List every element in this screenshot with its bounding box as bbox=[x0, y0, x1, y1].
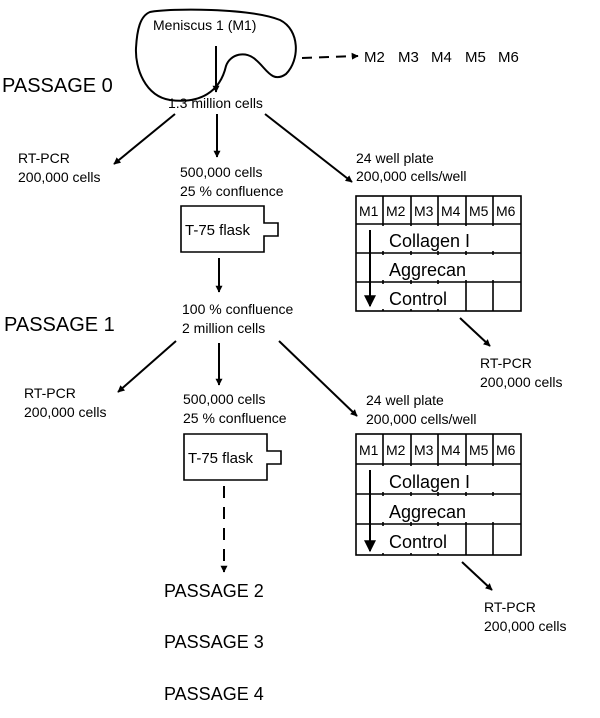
p1-row3-mask bbox=[378, 526, 463, 553]
meniscus-m5: M5 bbox=[465, 49, 486, 66]
p1-seed-confluence: 25 % confluence bbox=[183, 410, 287, 426]
p1-plate-label: 24 well plate bbox=[366, 392, 444, 408]
passage0-title: PASSAGE 0 bbox=[2, 75, 113, 97]
p1-plate-density: 200,000 cells/well bbox=[366, 411, 477, 427]
p0-col-m1: M1 bbox=[359, 203, 379, 219]
p0-col-m3: M3 bbox=[414, 203, 434, 219]
p0-row1-mask bbox=[378, 226, 498, 251]
p1-flask-shape bbox=[183, 433, 282, 481]
arrow-p0-to-plate bbox=[264, 113, 353, 183]
meniscus-m3: M3 bbox=[398, 49, 419, 66]
passage3-title: PASSAGE 3 bbox=[164, 632, 264, 652]
p0-row-aggrecan: Aggrecan bbox=[389, 260, 466, 280]
p1-confluence: 100 % confluence bbox=[182, 301, 294, 317]
p1-col-m2: M2 bbox=[386, 442, 406, 458]
p0-plate-rtpcr-cells: 200,000 cells bbox=[480, 374, 563, 390]
dashed-arrow-other-menisci bbox=[301, 52, 359, 60]
p1-row-aggrecan: Aggrecan bbox=[389, 502, 466, 522]
meniscus-m6: M6 bbox=[498, 49, 519, 66]
meniscus-m4: M4 bbox=[431, 49, 452, 66]
p1-col-m3: M3 bbox=[414, 442, 434, 458]
arrow-p0-to-rtpcr bbox=[113, 113, 176, 165]
arrow-p0-plate-to-rtpcr bbox=[459, 317, 491, 347]
p0-well-plate-grid bbox=[355, 195, 522, 312]
passage1-title: PASSAGE 1 bbox=[4, 314, 115, 336]
p0-plate-rtpcr-label: RT-PCR bbox=[480, 355, 532, 371]
arrow-p1-plate-to-rtpcr bbox=[461, 561, 493, 591]
meniscus-label: Meniscus 1 (M1) bbox=[153, 17, 256, 33]
p1-col-m6: M6 bbox=[496, 442, 516, 458]
p1-col-m1: M1 bbox=[359, 442, 379, 458]
p1-rtpcr-label: RT-PCR bbox=[24, 385, 76, 401]
p1-row-collagen: Collagen I bbox=[389, 472, 470, 492]
p0-flask-label: T-75 flask bbox=[185, 222, 251, 239]
p1-rtpcr-cells: 200,000 cells bbox=[24, 404, 107, 420]
p0-seed-cells: 500,000 cells bbox=[180, 164, 263, 180]
p0-row2-mask bbox=[378, 255, 503, 280]
p1-col-m4: M4 bbox=[441, 442, 461, 458]
p1-row1-mask bbox=[378, 466, 498, 492]
p0-rtpcr-cells: 200,000 cells bbox=[18, 169, 101, 185]
meniscus-m2: M2 bbox=[364, 49, 385, 66]
p0-col-m6: M6 bbox=[496, 203, 516, 219]
p0-row3-mask bbox=[378, 284, 463, 309]
p1-col-m5: M5 bbox=[469, 442, 489, 458]
p0-col-m2: M2 bbox=[386, 203, 406, 219]
arrow-p1-to-rtpcr bbox=[117, 340, 177, 393]
p1-row2-mask bbox=[378, 496, 503, 522]
p0-row-collagen: Collagen I bbox=[389, 231, 470, 251]
p1-seed-cells: 500,000 cells bbox=[183, 391, 266, 407]
p0-plate-density: 200,000 cells/well bbox=[356, 168, 467, 184]
p1-row-control: Control bbox=[389, 532, 447, 552]
arrow-p1-to-plate bbox=[278, 340, 358, 417]
p1-flask-label: T-75 flask bbox=[188, 450, 254, 467]
passage0-cell-count: 1.3 million cells bbox=[168, 95, 263, 111]
passage4-title: PASSAGE 4 bbox=[164, 684, 264, 704]
p0-rtpcr-label: RT-PCR bbox=[18, 150, 70, 166]
p1-plate-rtpcr-label: RT-PCR bbox=[484, 599, 536, 615]
p0-seed-confluence: 25 % confluence bbox=[180, 183, 284, 199]
p1-plate-rtpcr-cells: 200,000 cells bbox=[484, 618, 567, 634]
p1-cell-count: 2 million cells bbox=[182, 320, 265, 336]
p0-col-m4: M4 bbox=[441, 203, 461, 219]
p0-col-m5: M5 bbox=[469, 203, 489, 219]
p0-row-control: Control bbox=[389, 289, 447, 309]
p0-flask-shape bbox=[180, 205, 279, 253]
p0-plate-label: 24 well plate bbox=[356, 150, 434, 166]
passage2-title: PASSAGE 2 bbox=[164, 581, 264, 601]
